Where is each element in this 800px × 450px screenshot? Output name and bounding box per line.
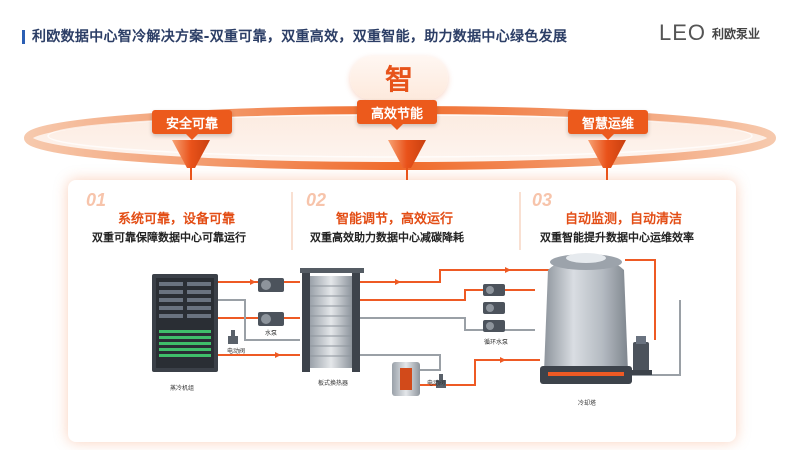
card-heading: 系统可靠，设备可靠: [118, 212, 236, 227]
pump-icon: [258, 312, 284, 326]
plate-heat-exchanger: [300, 268, 364, 372]
page-title: 利欧数据中心智冷解决方案-双重可靠，双重高效，双重智能，助力数据中心绿色发展: [32, 29, 568, 45]
plate-exchanger-label: 板式换热器: [318, 380, 349, 387]
card-heading: 智能调节，高效运行: [336, 212, 454, 227]
logo-mark: LEO: [658, 20, 706, 45]
brand-logo: LEO 利欧泵业: [659, 20, 760, 46]
circulation-pump-label: 循环水泵: [484, 339, 509, 346]
center-badge: 智: [350, 56, 448, 100]
pump-icon: [483, 320, 505, 332]
card-subtitle: 双重智能提升数据中心运维效率: [540, 231, 694, 244]
card-subtitle: 双重高效助力数据中心减碳降耗: [310, 231, 464, 244]
logo-text: 利欧泵业: [711, 26, 760, 41]
pump-icon: [630, 336, 652, 375]
pump-icon: [483, 284, 505, 296]
cooling-tower: [540, 253, 632, 384]
filter-unit: [392, 362, 420, 396]
pump-icon: [483, 302, 505, 314]
pump-icon: [258, 278, 284, 292]
chiller-unit: [152, 274, 218, 372]
card-heading: 自动监测，自动清洁: [565, 212, 683, 227]
electric-valve-label: 电动阀: [227, 348, 246, 355]
chiller-label: 蒸冷机组: [170, 385, 195, 392]
valve-icon: [228, 330, 238, 344]
card-subtitle: 双重可靠保障数据中心可靠运行: [92, 231, 246, 244]
card-number: 02: [306, 190, 327, 210]
card-number: 03: [532, 190, 553, 210]
title-accent-bar: [22, 30, 25, 44]
card-number: 01: [86, 190, 107, 210]
cooling-tower-label: 冷却塔: [578, 400, 597, 407]
tag-smart-ops: 智慧运维: [568, 110, 649, 140]
electric-valve-label: 电动阀: [427, 380, 446, 387]
water-pump-label: 水泵: [265, 330, 278, 337]
valve-icon: [436, 374, 446, 388]
tag-efficient-energy: 高效节能: [357, 100, 438, 130]
tag-safe-reliable: 安全可靠: [152, 110, 233, 140]
